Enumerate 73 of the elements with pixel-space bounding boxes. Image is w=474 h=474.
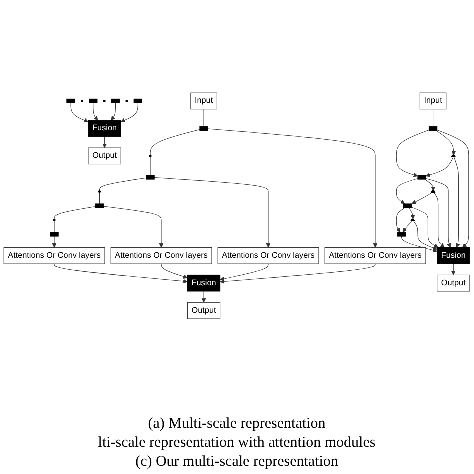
arrow: [220, 264, 376, 284]
arrow: [434, 193, 445, 248]
arrow: [426, 158, 454, 178]
node-bar: [66, 99, 76, 104]
caption: (a) Multi-scale representation: [148, 416, 326, 433]
node-circle: [126, 100, 128, 103]
node-box: Output: [187, 302, 221, 320]
arrow: [436, 130, 456, 156]
arrow: [402, 222, 412, 234]
arrow: [437, 130, 470, 248]
node-circle: [53, 219, 56, 222]
arrow: [396, 130, 430, 178]
arrow: [424, 180, 436, 192]
connector: [54, 206, 96, 220]
node-circle: [80, 100, 84, 103]
node-box: Attentions Or Conv layers: [218, 248, 320, 265]
connector: [54, 222, 55, 234]
connector: [100, 178, 147, 192]
node-box: Output: [88, 148, 122, 166]
arrow: [454, 158, 460, 248]
caption: lti-scale representation with attention modules: [98, 435, 376, 452]
node-circle: [103, 100, 106, 103]
node-box: Input: [190, 93, 218, 110]
node-bar: [111, 99, 120, 104]
node-trapezoid: [451, 155, 456, 158]
connector: [150, 130, 200, 156]
arrow: [161, 264, 188, 280]
arrow: [220, 264, 269, 282]
arrow: [54, 264, 188, 284]
arrow: [412, 193, 432, 205]
arrow: [408, 208, 416, 220]
arrow: [412, 208, 439, 248]
arrow: [120, 103, 138, 123]
node-bar: [95, 204, 104, 209]
arrow: [426, 178, 452, 248]
node-box: Fusion: [437, 248, 470, 265]
arrow: [111, 103, 116, 122]
arrow: [104, 206, 164, 248]
arrow: [396, 208, 406, 234]
arrow: [414, 222, 438, 251]
node-bar: [397, 232, 406, 238]
node-box: Attentions Or Conv layers: [110, 248, 212, 265]
node-box: Fusion: [187, 275, 221, 292]
node-circle: [149, 155, 152, 158]
arrow: [52, 236, 57, 248]
node-bar: [146, 176, 155, 180]
arrow: [93, 103, 98, 122]
node-bar: [50, 232, 59, 238]
node-box: Fusion: [88, 120, 122, 138]
arrow: [154, 178, 271, 248]
caption: (c) Our multi-scale representation: [136, 454, 338, 471]
connector: [150, 157, 151, 176]
node-bar: [89, 99, 98, 104]
node-bar: [404, 204, 412, 209]
node-bar: [418, 176, 426, 180]
arrow: [396, 178, 418, 205]
node-box: Input: [420, 93, 447, 110]
node-bar: [428, 126, 438, 132]
node-trapezoid: [430, 190, 436, 194]
node-circle: [98, 190, 102, 194]
arrow: [70, 103, 89, 124]
node-bar: [200, 126, 208, 132]
node-bar: [134, 99, 142, 104]
node-box: Output: [437, 275, 470, 292]
arrow: [401, 236, 438, 254]
arrow: [208, 129, 378, 248]
arrow: [202, 292, 206, 304]
node-box: Attentions Or Conv layers: [324, 248, 426, 265]
node-box: Attentions Or Conv layers: [4, 248, 106, 265]
node-trapezoid: [410, 219, 416, 222]
arrow: [451, 264, 456, 276]
arrow: [102, 137, 108, 149]
connector: [433, 110, 434, 128]
